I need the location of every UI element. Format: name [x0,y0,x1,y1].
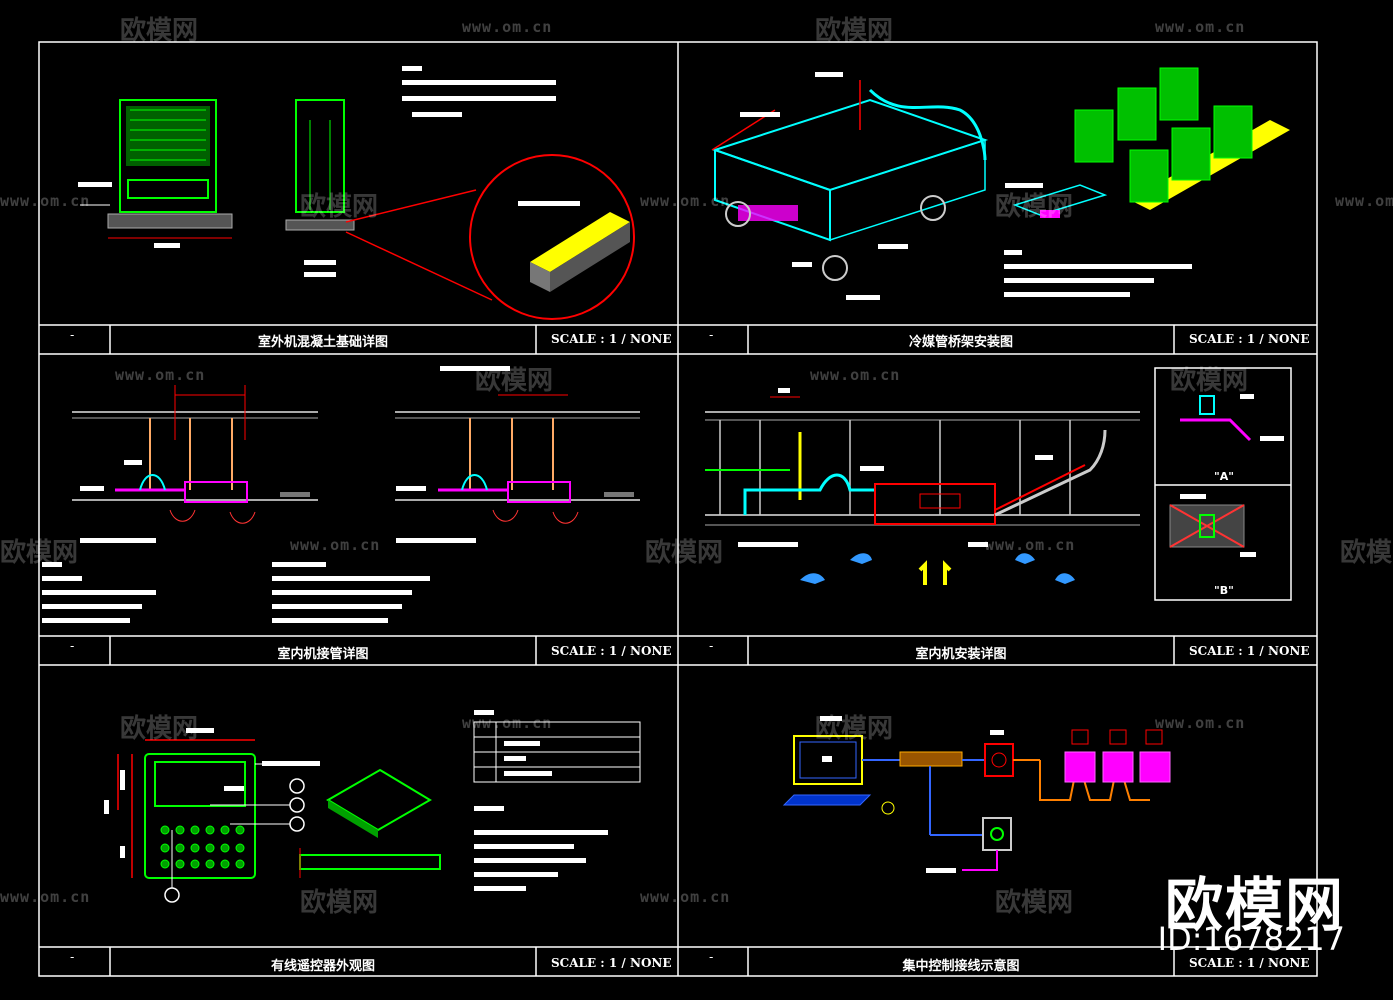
watermark-url: www.om.cn [115,366,206,384]
panel-scale: SCALE : 1 / NONE [551,644,672,658]
panel2-notes [1004,250,1192,297]
outdoor-unit-side-view [285,99,355,277]
panel3-notes [42,538,476,623]
detail-label-a: "A" [1214,470,1234,483]
indoor-piping-left [72,385,318,524]
detail-label-b: "B" [1214,584,1234,597]
watermark-url: www.om.cn [462,714,553,732]
indoor-unit-install-section [705,388,1140,585]
watermark-url: www.om.cn [640,192,731,210]
panel-title: 集中控制接线示意图 [902,959,1020,974]
foundation-detail-magnifier [345,154,635,320]
watermark-url: www.om.cn [1335,192,1393,210]
brand-logo-text: 欧模网 [1164,871,1345,939]
watermark-logo: 欧模网 [475,366,554,396]
watermark-url: www.om.cn [1155,18,1246,36]
panel-scale: SCALE : 1 / NONE [551,332,672,346]
panel-scale: SCALE : 1 / NONE [551,956,672,970]
remote-spec-table [473,710,641,891]
panel-scale: SCALE : 1 / NONE [1189,332,1310,346]
central-control-wiring [782,716,1171,873]
pipe-tray-isometric [711,72,989,300]
watermark-url: www.om.cn [640,888,731,906]
panel-number: - [70,950,75,964]
watermark-logo: 欧模网 [815,714,894,744]
panel-number: - [709,950,714,964]
detail-a-b-frames [1154,367,1292,601]
panel-title: 室内机接管详图 [277,647,369,662]
panel-number: - [709,639,714,653]
panel-title: 室外机混凝土基础详图 [257,335,388,350]
watermark-url: www.om.cn [1155,714,1246,732]
watermark-logo: 欧模网 [0,538,79,568]
watermark-logo: 欧模网 [300,888,379,918]
watermark-logo: 欧模网 [815,16,894,46]
panel1-notes [402,66,556,117]
brand-id: ID:1678217 [1157,920,1345,958]
panel-number: - [70,328,75,342]
watermark-logo: 欧模网 [995,192,1074,222]
watermark-logo: 欧模网 [120,16,199,46]
panel-number: - [70,639,75,653]
panel-number: - [709,328,714,342]
watermark-logo: 欧模网 [995,888,1074,918]
watermark-logo: 欧模网 [1340,538,1393,568]
panel-title: 室内机安装详图 [915,647,1007,662]
watermark-logo: 欧模网 [120,714,199,744]
watermark-logo: 欧模网 [645,538,724,568]
remote-controller-isometric [299,768,441,878]
watermark-url: www.om.cn [462,18,553,36]
watermark-url: www.om.cn [0,192,91,210]
outdoor-unit-front-view [78,99,233,248]
sheet-frame [38,41,1318,977]
watermark-url: www.om.cn [290,536,381,554]
watermark-url: www.om.cn [985,536,1076,554]
indoor-piping-right [395,366,640,524]
watermark-url: www.om.cn [0,888,91,906]
panel-scale: SCALE : 1 / NONE [1189,956,1310,970]
watermark-logo: 欧模网 [300,192,379,222]
remote-controller-front [104,728,320,903]
watermark-url: www.om.cn [810,366,901,384]
panel-scale: SCALE : 1 / NONE [1189,644,1310,658]
panel-title: 有线遥控器外观图 [270,959,375,974]
panel-title: 冷媒管桥架安装图 [908,335,1013,350]
outdoor-units-isometric-array [1005,67,1290,218]
watermark-logo: 欧模网 [1170,366,1249,396]
